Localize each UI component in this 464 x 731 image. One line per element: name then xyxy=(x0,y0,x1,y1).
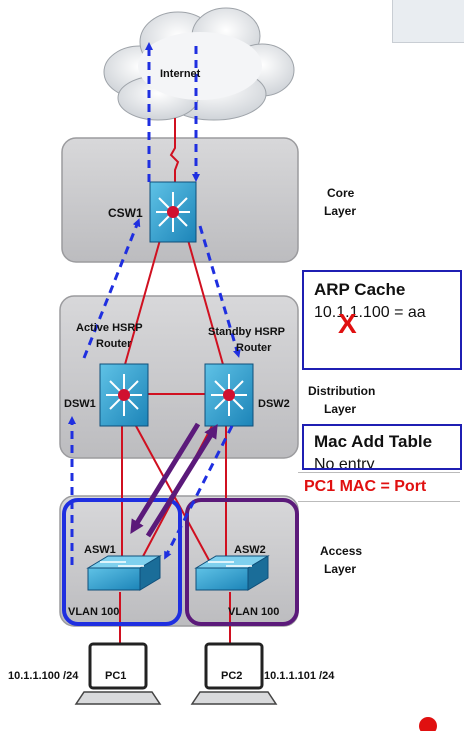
standby-hsrp-label-line1: Standby HSRP xyxy=(208,326,286,338)
red-dot xyxy=(419,717,437,731)
active-hsrp-label-line2: Router xyxy=(96,338,132,350)
pc2-ip-label: 10.1.1.101 /24 xyxy=(264,670,335,682)
access-layer-label-line2: Layer xyxy=(324,562,357,576)
pc1-laptop-icon xyxy=(74,642,162,705)
internet-cloud xyxy=(103,7,295,121)
asw1-group-outline xyxy=(62,498,182,626)
pc2-label: PC2 xyxy=(221,670,243,682)
asw2-label: ASW2 xyxy=(234,544,266,556)
arp-cache-title: ARP Cache xyxy=(314,280,406,299)
asw1-switch-icon xyxy=(86,555,162,591)
arp-entry-strike-mark: X xyxy=(338,308,357,339)
corner-tab xyxy=(392,0,464,43)
distribution-layer-panel xyxy=(59,295,299,459)
dsw2-switch-icon xyxy=(204,363,254,427)
asw1-label: ASW1 xyxy=(84,544,116,556)
pc2-laptop-icon xyxy=(190,642,278,705)
asw2-group-outline xyxy=(185,498,299,626)
distribution-layer-label-line1: Distribution xyxy=(308,384,376,398)
access-layer-label-line1: Access xyxy=(320,544,363,558)
distribution-layer-label-line2: Layer xyxy=(324,402,357,416)
mac-table-box: Mac Add Table No entry xyxy=(302,424,462,470)
csw1-label: CSW1 xyxy=(108,206,143,220)
mac-table-entry: No entry xyxy=(314,456,375,470)
standby-hsrp-label-line2: Router xyxy=(236,342,272,354)
mac-note-text: PC1 MAC = Port xyxy=(304,478,427,495)
mac-learning-arrows xyxy=(130,422,218,538)
asw2-switch-icon xyxy=(194,555,270,591)
pc1-ip-label: 10.1.1.100 /24 xyxy=(8,670,79,682)
asw1-vlan-label: VLAN 100 xyxy=(68,606,120,618)
core-layer-label-line1: Core xyxy=(327,186,355,200)
mac-table-title: Mac Add Table xyxy=(314,432,433,451)
pc1-label: PC1 xyxy=(105,670,127,682)
csw1-switch-icon xyxy=(149,181,197,243)
traffic-flow-arrows xyxy=(68,42,241,565)
arp-cache-entry: 10.1.1.100 = aa xyxy=(314,304,426,321)
cloud-label: Internet xyxy=(160,68,201,80)
asw2-vlan-label: VLAN 100 xyxy=(228,606,280,618)
active-hsrp-label-line1: Active HSRP xyxy=(76,322,143,334)
mac-note-box: PC1 MAC = Port xyxy=(298,472,460,502)
core-layer-label-line2: Layer xyxy=(324,204,357,218)
dsw2-label: DSW2 xyxy=(258,398,290,410)
dsw1-label: DSW1 xyxy=(64,398,96,410)
dsw1-switch-icon xyxy=(99,363,149,427)
arp-cache-box: ARP Cache 10.1.1.100 = aa X xyxy=(302,270,462,370)
